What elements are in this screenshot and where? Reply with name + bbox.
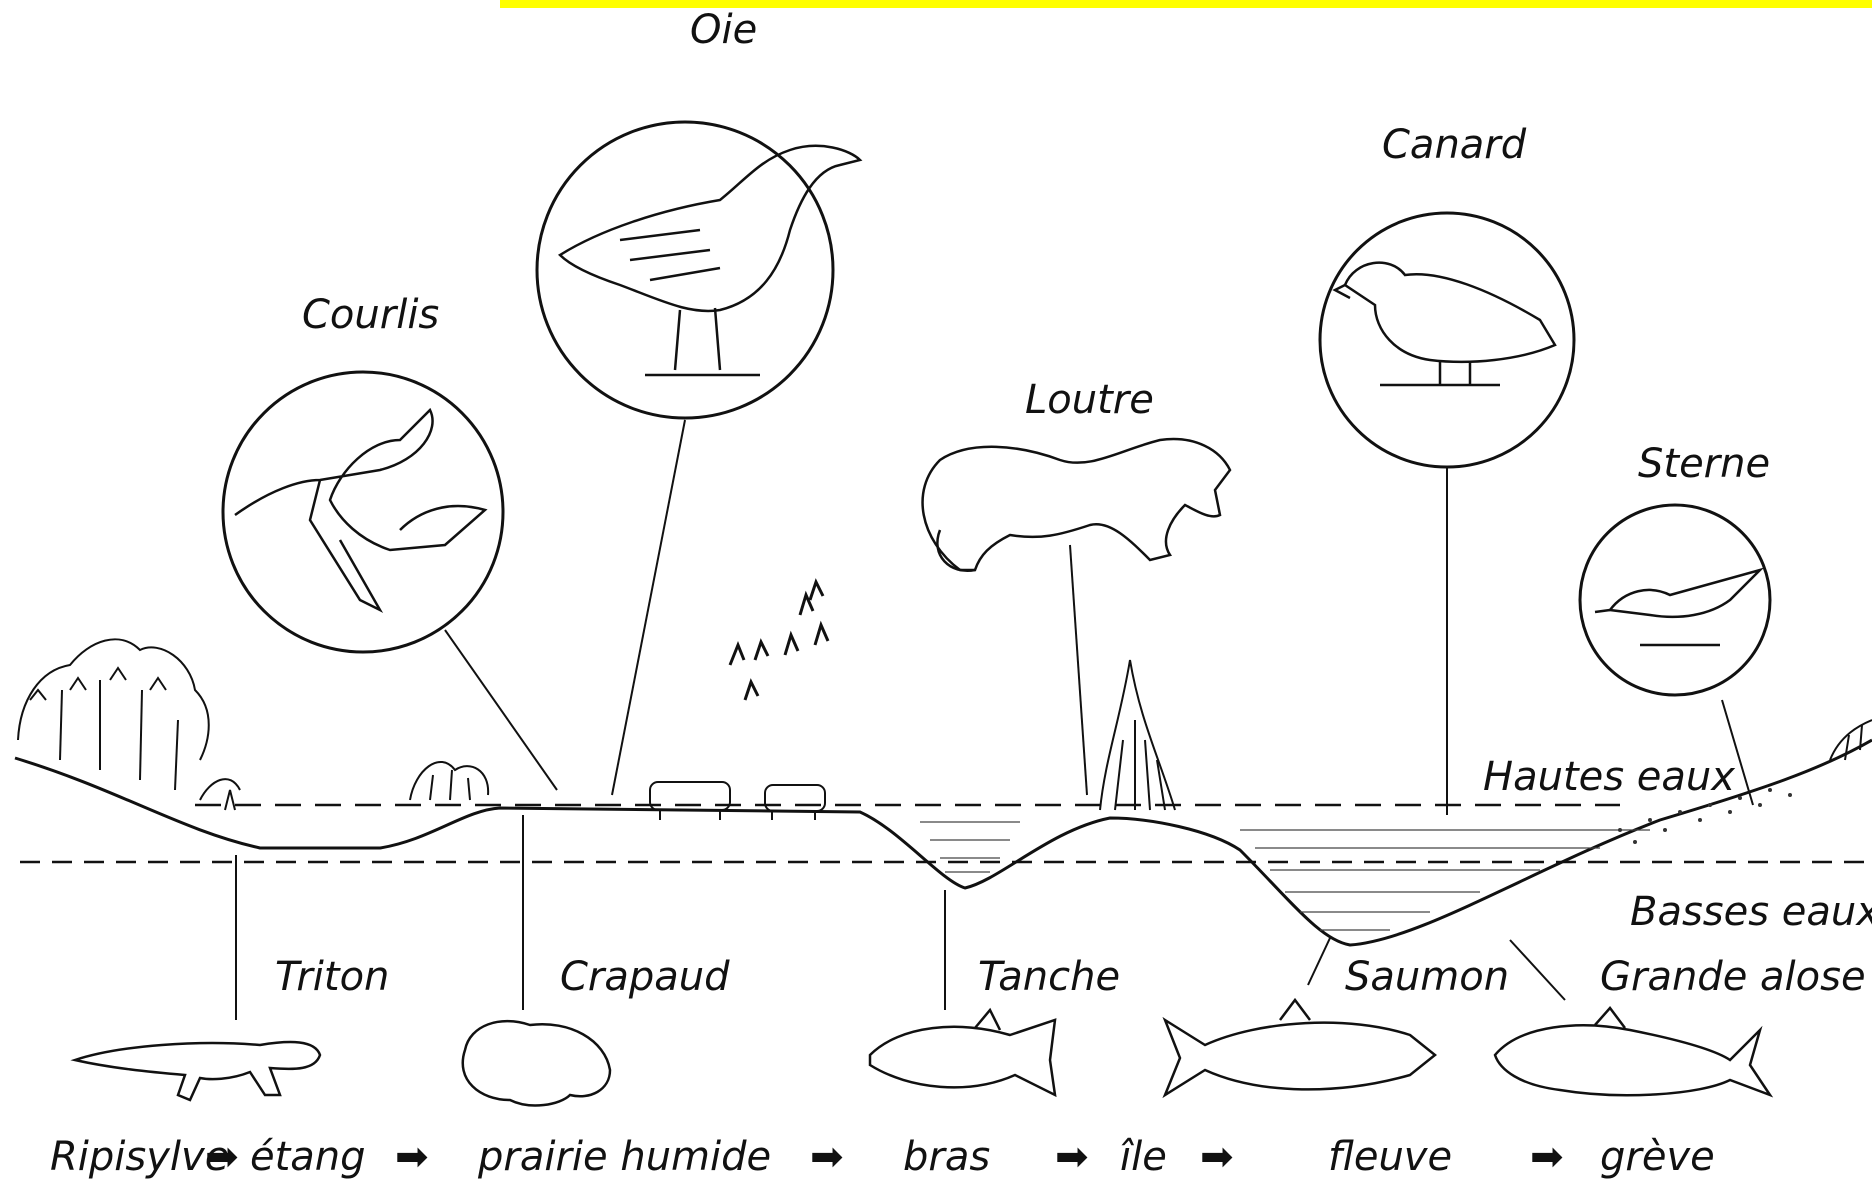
label-sterne: Sterne: [1638, 441, 1770, 487]
sequence-arrow: ➡: [810, 1134, 844, 1180]
label-courlis: Courlis: [302, 292, 439, 338]
sequence-arrow: ➡: [1530, 1134, 1564, 1180]
label-oie: Oie: [690, 7, 757, 53]
sequence-arrow: ➡: [1055, 1134, 1089, 1180]
loutre-drawing: [923, 439, 1230, 571]
label-saumon: Saumon: [1345, 954, 1509, 1000]
water-hatching: [920, 822, 1650, 930]
bush-left-ridge: [410, 762, 488, 800]
crapaud-drawing: [463, 1021, 610, 1105]
sterne-circle: [1580, 505, 1770, 695]
habitat-sequence: Ripisylve ➡ étang ➡ prairie humide ➡ bra…: [50, 1134, 1715, 1180]
riparian-forest: [18, 639, 240, 810]
label-hautes-eaux: Hautes eaux: [1483, 754, 1735, 800]
right-bank-shrub: [1830, 720, 1872, 760]
label-triton: Triton: [275, 954, 389, 1000]
label-tanche: Tanche: [978, 954, 1120, 1000]
sequence-item-greve: grève: [1600, 1134, 1715, 1180]
label-loutre: Loutre: [1025, 377, 1154, 423]
sequence-arrow: ➡: [1200, 1134, 1234, 1180]
label-grande-alose: Grande alose: [1600, 954, 1866, 1000]
triton-drawing: [75, 1042, 320, 1100]
sequence-item-ripisylve: Ripisylve: [50, 1134, 229, 1180]
tanche-drawing: [870, 1010, 1055, 1095]
label-canard: Canard: [1382, 122, 1527, 168]
sequence-arrow: ➡: [395, 1134, 429, 1180]
oie-circle: [537, 122, 860, 418]
sequence-item-fleuve: fleuve: [1328, 1134, 1452, 1180]
cows: [650, 782, 825, 820]
label-crapaud: Crapaud: [560, 954, 730, 1000]
saumon-drawing: [1165, 1000, 1435, 1095]
sequence-item-ile: île: [1120, 1134, 1167, 1180]
yellow-top-band: [500, 0, 1872, 8]
courlis-circle: [223, 372, 503, 652]
sequence-arrow: ➡: [205, 1134, 239, 1180]
sequence-item-bras: bras: [903, 1134, 990, 1180]
sequence-item-etang: étang: [250, 1134, 366, 1180]
grande-alose-drawing: [1495, 1008, 1770, 1095]
flying-flock: [730, 582, 828, 700]
island-reeds: [1100, 660, 1175, 810]
label-basses-eaux: Basses eaux: [1630, 889, 1872, 935]
sequence-item-prairie-humide: prairie humide: [477, 1134, 771, 1180]
canard-circle: [1320, 213, 1574, 467]
